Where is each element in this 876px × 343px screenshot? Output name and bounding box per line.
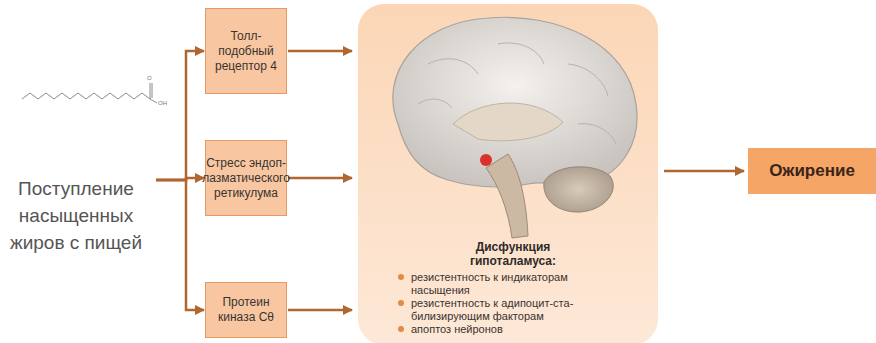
arrow-connector xyxy=(288,177,352,180)
bullet-dot xyxy=(398,274,404,280)
bullet-item: резистентность к индикаторам насыщения xyxy=(398,271,628,296)
brain-illustration xyxy=(358,4,658,244)
bullet-text: резистентность к адипоцит-ста- билизирую… xyxy=(411,297,628,322)
arrow-connector xyxy=(288,50,352,53)
bullet-dot xyxy=(398,300,404,306)
atom-label: O xyxy=(147,75,152,82)
node-text: Стресс эндоп- лазматического ретикулума xyxy=(202,156,290,201)
arrow-connector xyxy=(156,51,204,180)
node-text: Протеин киназа Сθ xyxy=(210,295,282,325)
bullet-item: резистентность к адипоцит-ста- билизирую… xyxy=(398,297,628,322)
node-text: Толл- подобный рецептор 4 xyxy=(210,29,282,74)
process-box: Протеин киназа Сθ xyxy=(205,282,287,338)
node-text: Поступление насыщенных жиров с пищей xyxy=(0,175,152,256)
arrow-connector xyxy=(288,309,352,312)
outcome-box: Ожирение xyxy=(748,148,876,194)
bullet-text: апоптоз нейронов xyxy=(411,323,503,336)
process-box: Толл- подобный рецептор 4 xyxy=(205,8,287,94)
source-text: Поступление насыщенных жиров с пищей xyxy=(0,160,152,270)
bullet-text: резистентность к индикаторам насыщения xyxy=(411,271,628,296)
arrow-connector xyxy=(664,170,744,173)
process-box: Стресс эндоп- лазматического ретикулума xyxy=(205,140,287,216)
panel-heading: Дисфункция гипоталамуса: xyxy=(458,240,568,268)
bullet-item: апоптоз нейронов xyxy=(398,323,628,336)
node-text: Ожирение xyxy=(769,161,855,181)
atom-label: OH xyxy=(158,100,167,107)
arrow-connector xyxy=(156,180,204,310)
hypothalamus-panel: Дисфункция гипоталамуса: резистентность к… xyxy=(358,4,658,343)
bullet-dot xyxy=(398,326,404,332)
fatty-acid-formula xyxy=(0,0,200,130)
